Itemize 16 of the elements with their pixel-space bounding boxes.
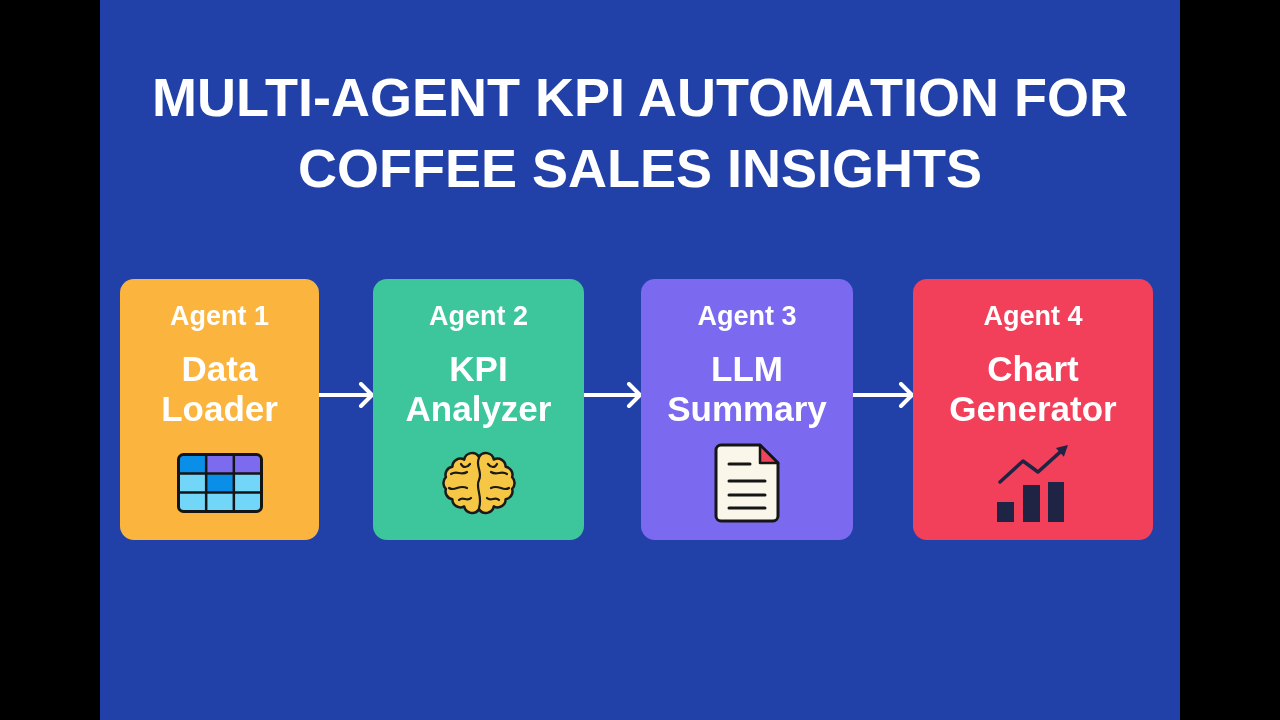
title: MULTI-AGENT KPI AUTOMATION FOR COFFEE SALES INSIGHTS	[151, 66, 1129, 200]
arrow	[584, 382, 642, 408]
agent-title: KPI Analyzer	[405, 349, 552, 429]
agent-box	[120, 279, 319, 540]
arrow	[319, 382, 374, 408]
agent-box	[373, 279, 584, 540]
agent-title: Chart Generator	[949, 349, 1117, 429]
agent-label: Agent 1	[170, 301, 269, 331]
agent-label: Agent 2	[429, 301, 528, 331]
agent-box	[913, 279, 1153, 540]
arrow	[853, 382, 914, 408]
agent-label: Agent 3	[697, 301, 797, 331]
agent-title: LLM Summary	[667, 349, 827, 429]
agent-title: Data Loader	[161, 349, 278, 429]
agent-box	[641, 279, 853, 540]
agent-label: Agent 4	[983, 301, 1083, 331]
